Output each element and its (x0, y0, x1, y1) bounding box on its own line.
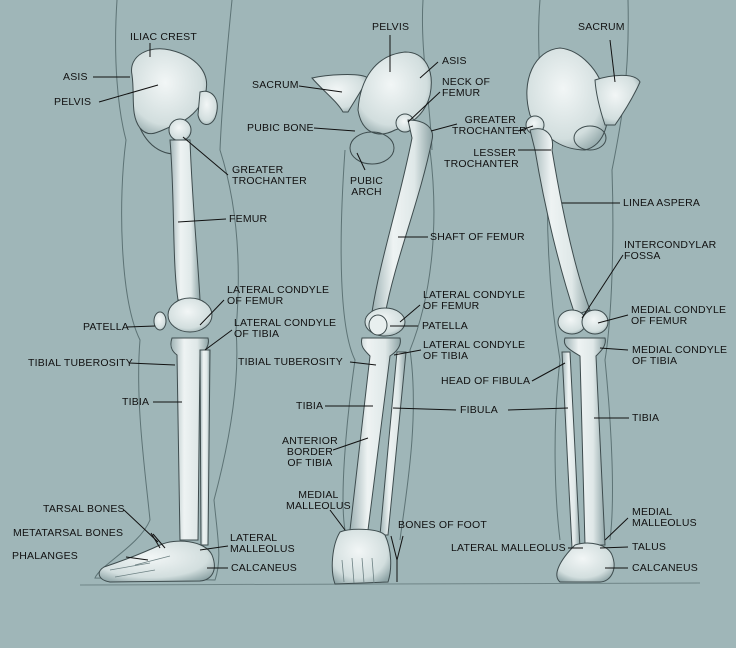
label-calcaneus-right: CALCANEUS (632, 562, 698, 574)
label-calcaneus-left: CALCANEUS (231, 562, 297, 574)
label-pubic-bone: PUBIC BONE (247, 122, 314, 134)
label-tibial-tuberosity-left: TIBIAL TUBEROSITY (28, 357, 133, 369)
label-sacrum-right: SACRUM (578, 21, 625, 33)
label-bones-of-foot: BONES OF FOOT (398, 519, 487, 531)
label-asis-center: ASIS (442, 55, 467, 67)
label-shaft-of-femur: SHAFT OF FEMUR (430, 231, 525, 243)
label-tibia-center: TIBIA (296, 400, 324, 412)
label-asis-left: ASIS (63, 71, 88, 83)
leader-lines (93, 35, 629, 582)
posterior-view-leg (525, 0, 641, 583)
label-talus: TALUS (632, 541, 667, 553)
label-tarsal-bones: TARSAL BONES (43, 503, 125, 515)
label-tibia-left: TIBIA (122, 396, 150, 408)
label-iliac-crest: ILIAC CREST (130, 31, 197, 43)
label-fibula: FIBULA (460, 404, 498, 416)
label-phalanges: PHALANGES (12, 550, 78, 562)
label-patella-center: PATELLA (422, 320, 468, 332)
label-pelvis-center: PELVIS (372, 21, 410, 33)
anterior-view-leg (311, 0, 435, 585)
label-tibial-tuberosity-center: TIBIAL TUBEROSITY (238, 356, 343, 368)
label-femur: FEMUR (229, 213, 268, 225)
lateral-view-leg (94, 0, 239, 583)
label-tibia-right: TIBIA (632, 412, 660, 424)
label-metatarsal-bones: METATARSAL BONES (13, 527, 124, 539)
label-head-of-fibula: HEAD OF FIBULA (441, 375, 531, 387)
label-pelvis-left: PELVIS (54, 96, 92, 108)
label-sacrum-center: SACRUM (252, 79, 299, 91)
label-linea-aspera: LINEA ASPERA (623, 197, 701, 209)
label-lateral-malleolus-right: LATERAL MALLEOLUS (451, 542, 566, 554)
label-patella-left: PATELLA (83, 321, 129, 333)
